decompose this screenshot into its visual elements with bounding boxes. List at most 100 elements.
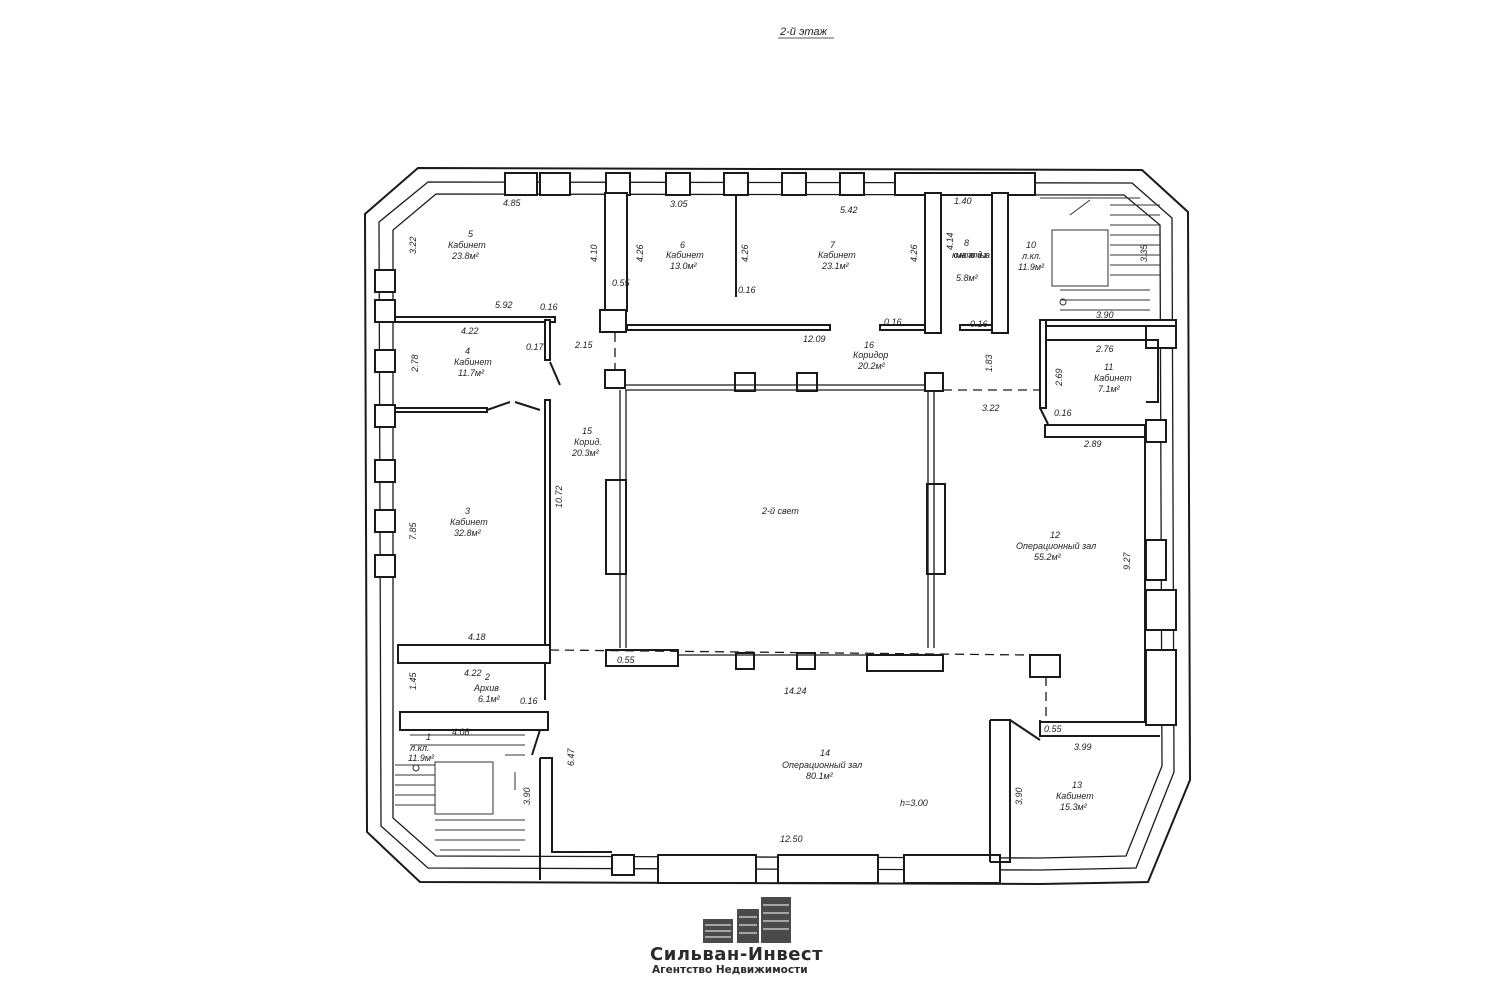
dim-0-55a: 0.55: [612, 278, 631, 288]
dim-4-22a: 4.22: [461, 326, 479, 336]
second-light-label: 2-й свет: [761, 506, 799, 516]
room-5-number: 5: [468, 229, 474, 239]
dim-0-17: 0.17: [526, 342, 545, 352]
dim-3-35: 3.35: [1139, 243, 1149, 262]
dim-0-16c: 0.16: [884, 317, 902, 327]
room-6-label: 6 Кабинет 13.0м²: [666, 240, 704, 271]
room-10-number: 10: [1026, 240, 1036, 250]
room-15-name: Корид.: [574, 437, 602, 447]
dim-3-05: 3.05: [670, 199, 689, 209]
room-10-area: 11.9м²: [1018, 262, 1045, 272]
room-6-area: 13.0м²: [670, 261, 698, 271]
room-4-number: 4: [465, 346, 470, 356]
dim-7-85: 7.85: [408, 521, 418, 540]
room-1-number: 1: [426, 732, 431, 742]
dim-0-16b: 0.16: [540, 302, 558, 312]
dim-2-78: 2.78: [410, 354, 420, 373]
room-13-number: 13: [1072, 780, 1082, 790]
dim-4-14: 4.14: [945, 232, 955, 250]
dim-12-09: 12.09: [803, 334, 826, 344]
room-8-name: комната отдыха: [952, 250, 990, 260]
room-14-label: 14 Операционный зал 80.1м²: [782, 748, 862, 781]
room-6-name: Кабинет: [666, 250, 704, 260]
dim-14-24: 14.24: [784, 686, 807, 696]
room-16-label: 16 Коридор 20.2м²: [853, 340, 888, 371]
room-14-area: 80.1м²: [806, 771, 834, 781]
dim-2-69: 2.69: [1054, 368, 1064, 387]
room-12-name: Операционный зал: [1016, 541, 1096, 551]
dim-4-08: 4.08: [452, 727, 470, 737]
room-3-area: 32.8м²: [454, 528, 482, 538]
dim-5-42: 5.42: [840, 205, 858, 215]
dim-6-47: 6.47: [566, 747, 576, 766]
room-15-area: 20.3м²: [571, 448, 600, 458]
room-15-label: 15 Корид. 20.3м²: [571, 426, 602, 458]
dim-0-16a: 0.16: [738, 285, 756, 295]
room-3-label: 3 Кабинет 32.8м²: [450, 506, 488, 538]
room-7-label: 7 Кабинет 23.1м²: [818, 240, 856, 271]
room-11-area: 7.1м²: [1098, 384, 1121, 394]
room-5-name: Кабинет: [448, 240, 486, 250]
room-1-name: л.кл.: [409, 743, 429, 753]
room-11-name: Кабинет: [1094, 373, 1132, 383]
interior-walls: [394, 192, 1177, 880]
room-7-area: 23.1м²: [821, 261, 850, 271]
room-2-area: 6.1м²: [478, 694, 501, 704]
dim-2-76: 2.76: [1095, 344, 1114, 354]
room-6-number: 6: [680, 240, 685, 250]
room-4-label: 4 Кабинет 11.7м²: [454, 346, 492, 378]
room-8-number: 8: [964, 238, 969, 248]
dim-1-45: 1.45: [408, 671, 418, 690]
dim-1-40: 1.40: [954, 196, 972, 206]
staircase-10: [1040, 197, 1160, 311]
room-11-label: 11 Кабинет 7.1м²: [1094, 362, 1132, 394]
room-14-name: Операционный зал: [782, 760, 862, 770]
room-2-name: Архив: [473, 683, 499, 693]
room-15-number: 15: [582, 426, 593, 436]
dim-3-22b: 3.22: [982, 403, 1000, 413]
dim-4-26c: 4.26: [909, 244, 919, 262]
dim-0-55b: 0.55: [617, 655, 636, 665]
company-subtitle: Агентство Недвижимости: [652, 964, 808, 976]
room-14-number: 14: [820, 748, 830, 758]
dim-4-10: 4.10: [589, 244, 599, 262]
room-10-label: 10 л.кл. 11.9м²: [1018, 240, 1045, 272]
dim-1-83: 1.83: [984, 354, 994, 372]
room-2-label: 2 Архив 6.1м²: [473, 672, 501, 704]
window-piers-left: [374, 269, 396, 578]
dim-3-99: 3.99: [1074, 742, 1092, 752]
room-1-area: 11.9м²: [408, 753, 435, 763]
room-4-area: 11.7м²: [458, 368, 485, 378]
staircase-1: [395, 734, 525, 851]
room-labels: 5 Кабинет 23.8м² 6 Кабинет 13.0м² 7 Каби…: [408, 229, 1132, 812]
room-7-name: Кабинет: [818, 250, 856, 260]
room-12-number: 12: [1050, 530, 1060, 540]
window-piers-right: [1145, 319, 1177, 726]
company-name: Сильван-Инвест: [650, 944, 824, 965]
dim-12-50: 12.50: [780, 834, 803, 844]
dim-3-22a: 3.22: [408, 236, 418, 254]
dim-0-16e: 0.16: [1054, 408, 1072, 418]
dim-0-55c: 0.55: [1044, 724, 1063, 734]
dim-0-16d: 0.16: [970, 319, 988, 329]
ceiling-height-note: h=3.00: [900, 798, 928, 808]
dim-5-92: 5.92: [495, 300, 513, 310]
dim-10-72: 10.72: [554, 485, 564, 508]
room-16-number: 16: [864, 340, 874, 350]
dim-4-26a: 4.26: [635, 244, 645, 262]
dim-4-85: 4.85: [503, 198, 522, 208]
dim-3-90a: 3.90: [1096, 310, 1114, 320]
company-logo-icon: [703, 897, 791, 943]
outer-walls: [363, 166, 1192, 886]
room-13-label: 13 Кабинет 15.3м²: [1056, 780, 1094, 812]
floor-title: 2-й этаж: [779, 26, 828, 38]
dim-9-27: 9.27: [1122, 551, 1132, 570]
room-11-number: 11: [1104, 362, 1113, 372]
dim-2-15: 2.15: [574, 340, 594, 350]
dim-3-90b: 3.90: [522, 787, 532, 805]
room-2-number: 2: [484, 672, 490, 682]
window-piers-top: [504, 172, 1036, 196]
dim-4-22b: 4.22: [464, 668, 482, 678]
room-12-area: 55.2м²: [1034, 552, 1062, 562]
